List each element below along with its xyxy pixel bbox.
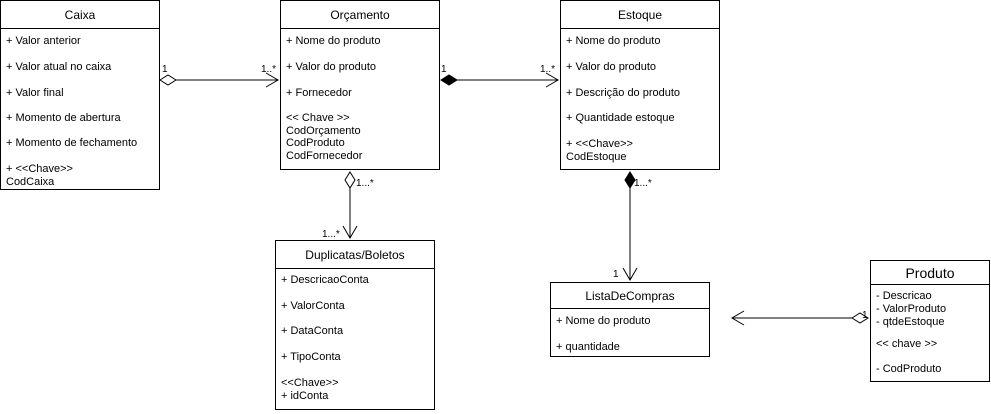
aggregation-diamond-icon [851,312,869,324]
arrowhead-icon [545,72,559,88]
class-duplicatas-boletos[interactable]: Duplicatas/Boletos + DescricaoConta + Va… [275,240,435,410]
edge-produto-lista[interactable] [731,310,869,326]
multiplicity-label: 1 [162,64,168,75]
class-estoque[interactable]: Estoque + Nome do produto + Valor do pro… [560,0,720,170]
attribute: + Valor final [6,87,64,99]
multiplicity-label: 1 [441,64,447,75]
attribute: + Fornecedor [286,87,352,99]
attribute: + Valor anterior [6,35,81,47]
multiplicity-label: 1..* [261,64,276,75]
key-attribute: + <<Chave>> CodEstoque [566,138,633,163]
multiplicity-label: 1...* [634,178,652,189]
key-label: << chave >> [876,338,938,350]
attribute: + Quantidade estoque [566,112,675,124]
attribute: + Descrição do produto [566,87,681,99]
class-produto[interactable]: Produto - Descricao - ValorProduto - qtd… [870,260,990,382]
key-attribute: << Chave >> CodOrçamento CodProduto CodF… [286,112,363,162]
attribute: + DataConta [281,325,344,337]
edge-orcamento-duplicatas[interactable] [342,171,358,239]
class-title: Duplicatas/Boletos [276,241,434,269]
composition-diamond-icon [624,171,636,189]
attribute: + Nome do produto [566,35,661,47]
class-title: ListaDeCompras [551,283,709,309]
attribute: + Momento de fechamento [6,137,138,149]
arrowhead-icon [622,267,638,281]
multiplicity-label: 1..* [540,64,555,75]
class-title: Estoque [561,1,719,29]
attribute: + DescricaoConta [281,274,369,286]
attribute: - Descricao [876,290,932,302]
key-attribute: - CodProduto [876,363,942,375]
edge-estoque-lista[interactable] [622,171,638,281]
key-attribute: <<Chave>> + idConta [281,377,339,402]
arrowhead-icon [265,72,279,88]
edge-orcamento-estoque[interactable] [440,72,559,88]
class-title: Produto [871,261,989,285]
multiplicity-label: 1 [862,310,868,321]
aggregation-diamond-icon [159,74,177,86]
multiplicity-label: 1...* [356,178,374,189]
attribute: - ValorProduto [876,303,947,315]
class-orcamento[interactable]: Orçamento + Nome do produto + Valor do p… [280,0,440,170]
attribute: + TipoConta [281,351,341,363]
attribute: + Nome do produto [556,315,651,327]
attribute: - qtdeEstoque [876,316,945,328]
attribute: + quantidade [556,341,620,353]
arrowhead-icon [342,225,358,239]
multiplicity-label: 1 [613,269,619,280]
edge-caixa-orcamento[interactable] [159,72,279,88]
aggregation-diamond-icon [344,171,356,189]
attribute: + Valor do produto [566,61,656,73]
attribute: + Nome do produto [286,35,381,47]
attribute: + Momento de abertura [6,112,121,124]
key-attribute: + <<Chave>> CodCaixa [6,163,73,188]
composition-diamond-icon [440,74,458,86]
class-title: Orçamento [281,1,439,29]
multiplicity-label: 1...* [322,229,340,240]
arrowhead-icon [731,310,745,326]
class-title: Caixa [1,1,159,29]
attribute: + ValorConta [281,300,345,312]
class-caixa[interactable]: Caixa + Valor anterior + Valor atual no … [0,0,160,190]
attribute: + Valor atual no caixa [6,61,112,73]
attribute: + Valor do produto [286,61,376,73]
class-lista-de-compras[interactable]: ListaDeCompras + Nome do produto + quant… [550,282,710,357]
